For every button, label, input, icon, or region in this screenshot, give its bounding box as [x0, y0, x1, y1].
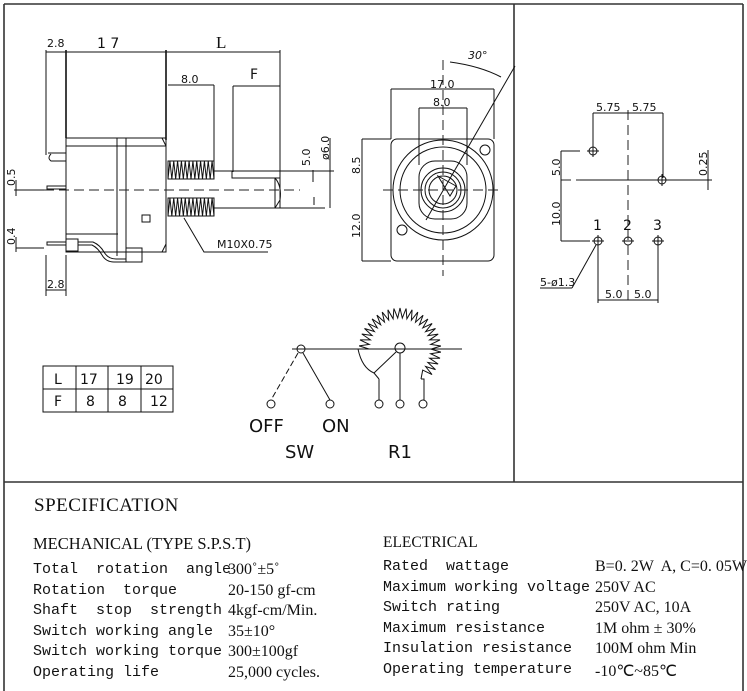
pcb-hole-3 [652, 235, 664, 247]
spec-key: Switch working angle [33, 622, 214, 640]
spec-value: 300±100gf [228, 643, 299, 661]
lf-table-cell: 8 [86, 394, 95, 410]
dim-hole-spec: 5-ø1.3 [540, 276, 575, 289]
lf-table-cell: 12 [150, 394, 168, 410]
spec-value: 100M ohm Min [595, 640, 697, 658]
pcb-layout: 5.75 5.75 5.0 10.0 0.25 1 2 3 5-ø1.3 5.0… [540, 101, 712, 303]
thread-lower [167, 197, 215, 217]
dim-upper-height: 8.5 [350, 157, 363, 175]
dim-spacing-left: 5.75 [596, 101, 621, 114]
dim-lower-height: 12.0 [350, 214, 363, 239]
dim-pin-flange: 2.8 [47, 278, 65, 291]
spec-value: 35±10° [228, 622, 276, 640]
spec-value: 300˚±5˚ [228, 561, 280, 578]
spec-value: 1M ohm ± 30% [595, 619, 696, 637]
spec-key: Rotation torque [33, 581, 178, 599]
dim-flange-thickness: 2.8 [47, 37, 65, 50]
spec-value: 25,000 cycles. [228, 663, 320, 681]
dim-flat-F: F [250, 67, 258, 83]
potentiometer-symbol [357, 307, 442, 409]
spec-key: Shaft stop strength [33, 602, 223, 620]
switch-off-label: OFF [249, 416, 284, 437]
spec-value: -10℃~85℃ [595, 662, 677, 680]
spec-value: 4kgf-cm/Min. [228, 602, 318, 620]
lf-table-cell: 19 [116, 372, 134, 388]
pin-label-2: 2 [623, 218, 632, 234]
lf-table-cell: 8 [118, 394, 127, 410]
dim-spacing-right: 5.75 [632, 101, 657, 114]
spec-key: Switch working torque [33, 643, 223, 661]
dim-row-offset: 10.0 [550, 202, 563, 227]
lf-table-cell: 20 [145, 372, 163, 388]
lf-table-label-F: F [54, 394, 62, 410]
pcb-hole-switch-2 [657, 174, 667, 186]
switch-label: SW [285, 442, 314, 463]
dim-front-width: 17.0 [430, 78, 455, 91]
spec-key: Switch rating [383, 599, 501, 617]
spec-value: 20-150 gf-cm [228, 581, 316, 599]
lf-table: L 17 19 20 F 8 8 12 [42, 365, 174, 413]
spec-value: 250V AC, 10A [595, 599, 692, 617]
dim-switch-offset: 5.0 [550, 159, 563, 177]
side-view: 2.8 1 7 L 8.0 F 5.0 ø6.0 0.5 0.4 2.8 M10… [5, 33, 334, 296]
dim-flat-depth: 5.0 [300, 149, 313, 167]
thread-upper [167, 160, 215, 180]
lf-table-cell: 17 [80, 372, 98, 388]
dim-thread: M10X0.75 [217, 238, 273, 251]
spec-key: Rated wattage [383, 558, 510, 575]
drawing-frame [3, 3, 744, 691]
dim-body-length: 1 7 [97, 36, 119, 52]
lf-table-label-L: L [54, 372, 62, 388]
dim-side-offset: 0.25 [697, 152, 710, 177]
dim-pitch-right: 5.0 [634, 288, 652, 301]
switch-symbol [266, 344, 335, 409]
dim-bushing-length: 8.0 [181, 73, 199, 86]
dim-angle: 30° [468, 49, 488, 62]
front-view: 30° 17.0 8.0 8.5 12.0 [350, 49, 516, 276]
pin-label-3: 3 [653, 218, 662, 234]
spec-key: Maximum working voltage [383, 578, 591, 596]
dim-pin-offset-top: 0.5 [5, 169, 18, 187]
dim-pitch-left: 5.0 [605, 288, 623, 301]
spec-key: Maximum resistance [383, 619, 546, 637]
mechanical-heading: MECHANICAL (TYPE S.P.S.T) [33, 534, 252, 553]
spec-key: Operating life [33, 663, 160, 681]
dim-overall-L: L [216, 33, 226, 52]
pcb-hole-2 [622, 236, 634, 246]
dim-shaft-diameter: ø6.0 [319, 136, 332, 160]
spec-key: Insulation resistance [383, 640, 573, 658]
spec-key: Operating temperature [383, 660, 573, 678]
specification-title: SPECIFICATION [34, 495, 179, 516]
spec-key: Total rotation angle [33, 561, 232, 578]
side-body [65, 137, 167, 253]
switch-on-label: ON [322, 416, 350, 437]
dim-pin-offset-bottom: 0.4 [5, 228, 18, 246]
spec-value: 250V AC [595, 578, 656, 596]
electrical-heading: ELECTRICAL [383, 534, 478, 551]
pcb-hole-1 [592, 235, 604, 247]
pcb-hole-switch-1 [587, 145, 599, 157]
pcb-holes [587, 145, 667, 247]
resistor-label: R1 [388, 442, 412, 463]
pin-label-1: 1 [593, 218, 602, 234]
circuit-schematic: OFF ON SW R1 [249, 307, 462, 463]
spec-value: B=0. 2W A, C=0. 05W [595, 558, 747, 575]
dim-bushing-width: 8.0 [433, 96, 451, 109]
